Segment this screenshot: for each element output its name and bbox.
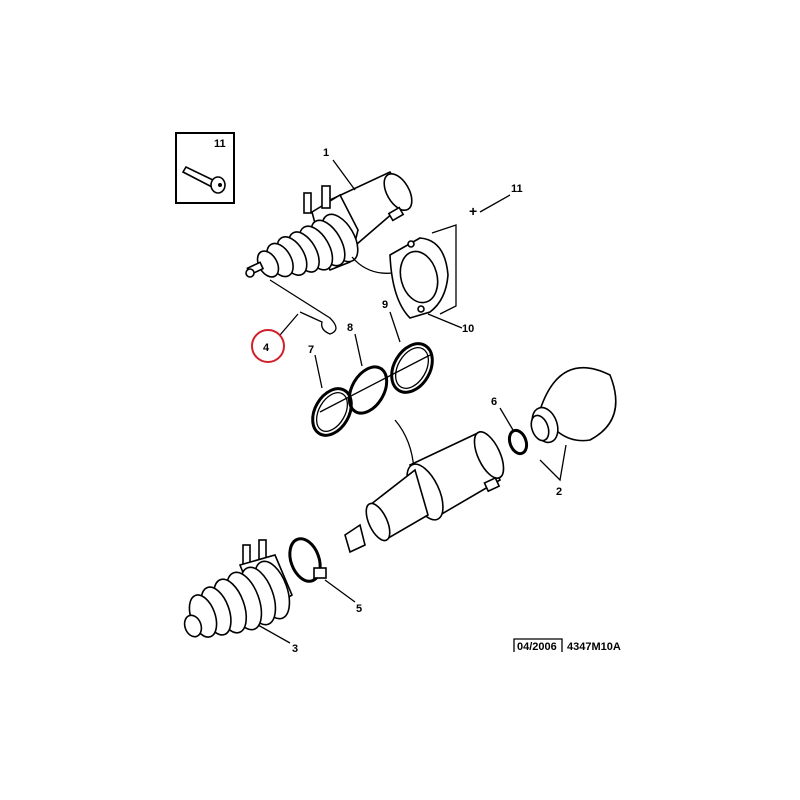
callout-9: 9 — [382, 299, 388, 311]
oring-6 — [507, 428, 529, 456]
seal-7 — [311, 387, 353, 437]
seal-8 — [347, 365, 389, 415]
rubber-boot-3 — [183, 539, 294, 638]
callout-7: 7 — [308, 344, 314, 356]
callout-10: 10 — [462, 323, 474, 335]
callout-6: 6 — [491, 396, 497, 408]
callout-11: 11 — [511, 183, 523, 195]
bracket-11 — [431, 224, 457, 315]
inset-screw-11: 11 — [175, 132, 235, 204]
gasket-10 — [389, 237, 449, 319]
callout-3: 3 — [292, 643, 298, 655]
cylinder-body-2 — [344, 430, 505, 554]
leader-1 — [332, 159, 356, 191]
footer-info: 04/2006 4347M10A — [513, 638, 621, 653]
callout-4: 4 — [263, 342, 270, 354]
callout-8: 8 — [347, 322, 353, 334]
cylinder-assembly-1 — [245, 170, 413, 278]
callout-11-inset: 11 — [214, 138, 226, 150]
callout-5: 5 — [356, 603, 362, 615]
hose-clamp-5 — [288, 537, 327, 583]
screw-icon — [181, 165, 226, 194]
spring-clip-4 — [269, 279, 337, 336]
seal-9 — [390, 342, 434, 394]
callout-plus: + — [469, 203, 477, 219]
footer-date: 04/2006 — [517, 641, 557, 653]
rubber-boot — [245, 213, 359, 278]
reservoir-cap-2 — [530, 366, 617, 444]
callout-1: 1 — [323, 147, 329, 159]
highlight-circle — [251, 329, 285, 363]
footer-reference: 4347M10A — [567, 641, 621, 653]
callout-2: 2 — [556, 486, 562, 498]
